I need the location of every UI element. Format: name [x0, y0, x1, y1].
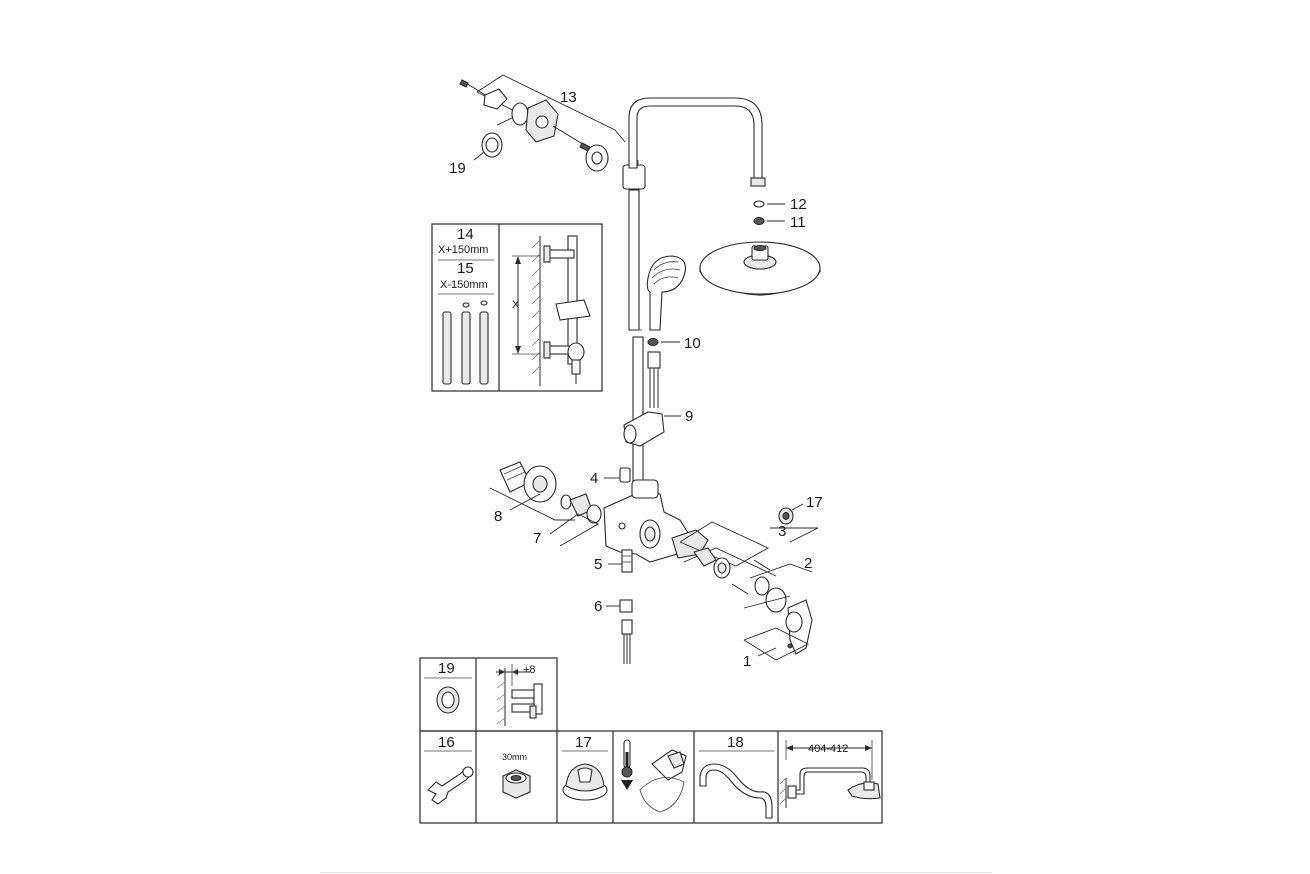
table-cell-16: 16	[438, 734, 455, 751]
cell-offset-detail	[496, 664, 543, 726]
reach-dimension-label: 404-412	[808, 743, 848, 755]
callout-4: 4	[590, 470, 598, 487]
extension-inset-box	[431, 223, 603, 392]
callout-7: 7	[533, 530, 541, 547]
nut-size-label: 30mm	[502, 752, 527, 762]
callout-6: 6	[594, 598, 602, 615]
table-cell-17: 17	[575, 734, 592, 751]
inset-dimension-x: X	[512, 299, 520, 311]
eccentric-connector	[549, 493, 602, 547]
callout-12: 12	[790, 196, 807, 213]
callout-17: 17	[806, 494, 823, 511]
shower-riser-rail	[622, 97, 766, 538]
callout-19: 19	[449, 160, 466, 177]
callout-3: 3	[778, 523, 786, 540]
cell-temperature-lever	[621, 739, 687, 813]
cell-16-spanner	[427, 766, 474, 805]
callout-1: 1	[743, 653, 751, 670]
inset-14-length: X+150mm	[438, 244, 488, 256]
cell-17-cap	[562, 763, 608, 801]
overhead-shower-head	[699, 241, 821, 296]
callout-10: 10	[684, 335, 701, 352]
bottom-divider	[320, 872, 992, 873]
mixer-valve-body	[603, 479, 709, 563]
inset-15-length: X-150mm	[440, 279, 488, 291]
rail-cap	[604, 467, 631, 483]
inset-15-number: 15	[457, 260, 474, 277]
callout-9: 9	[685, 408, 693, 425]
callout-2: 2	[804, 555, 812, 572]
wall-bracket-assembly	[459, 74, 626, 172]
callout-11: 11	[790, 214, 806, 231]
callout-8: 8	[494, 508, 502, 525]
wall-connector-left	[489, 461, 575, 521]
cell-reach-dimension	[779, 740, 881, 808]
table-cell-19: 19	[438, 660, 455, 677]
cell-18-shower-arm	[699, 763, 773, 819]
cell-30mm-nut	[502, 769, 531, 799]
inset-14-number: 14	[457, 226, 474, 243]
callout-13: 13	[560, 89, 577, 106]
hose-nut	[606, 599, 633, 664]
head-washers	[753, 200, 785, 225]
table-cell-18: 18	[727, 734, 744, 751]
accessory-table	[419, 657, 883, 824]
callout-5: 5	[594, 556, 602, 573]
cell-19-cover-ring	[436, 686, 460, 714]
handle-cartridge-parts	[679, 503, 819, 661]
offset-dimension: +8	[523, 664, 536, 676]
hand-shower	[646, 255, 687, 408]
slider-holder	[623, 411, 681, 447]
check-valve	[608, 549, 633, 573]
